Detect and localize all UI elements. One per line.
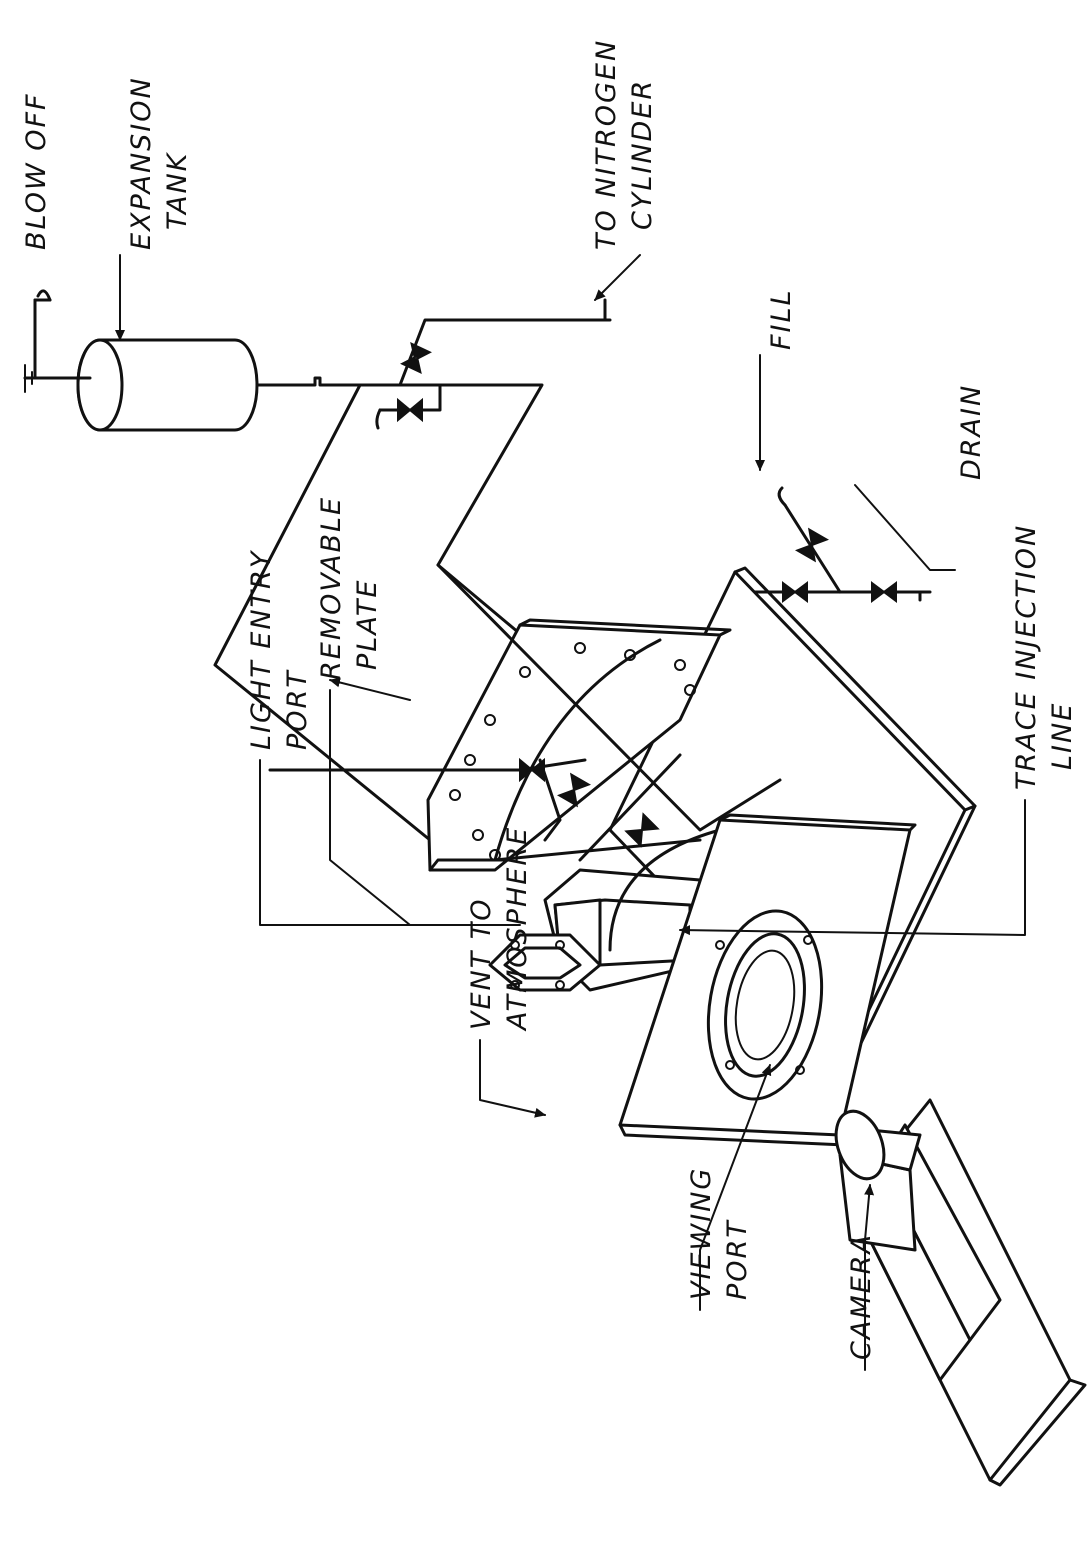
svg-text:TRACE INJECTION: TRACE INJECTION xyxy=(1011,524,1042,790)
svg-text:LINE: LINE xyxy=(1047,702,1078,770)
svg-text:REMOVABLE: REMOVABLE xyxy=(316,496,347,680)
removable-plate xyxy=(426,618,732,872)
svg-text:EXPANSION: EXPANSION xyxy=(126,76,157,250)
label-trace-injection-line: TRACE INJECTION LINE xyxy=(1011,524,1078,790)
label-to-nitrogen-cylinder: TO NITROGEN CYLINDER xyxy=(591,39,658,250)
svg-text:LIGHT ENTRY: LIGHT ENTRY xyxy=(246,549,277,750)
svg-text:PLATE: PLATE xyxy=(352,579,383,670)
label-removable-plate: REMOVABLE PLATE xyxy=(316,496,383,680)
svg-text:DRAIN: DRAIN xyxy=(956,384,987,480)
fill-drain-lines xyxy=(738,486,932,603)
callout-lines xyxy=(115,254,1026,1371)
tank-outlet-pipe xyxy=(255,376,342,387)
label-fill: FILL xyxy=(766,288,797,350)
label-camera: CAMERA xyxy=(846,1233,877,1360)
svg-text:TO NITROGEN: TO NITROGEN xyxy=(591,39,622,250)
trace-injection-pipe xyxy=(578,753,682,862)
label-light-entry-port: LIGHT ENTRY PORT xyxy=(246,549,313,750)
svg-text:PORT: PORT xyxy=(722,1219,753,1300)
blow-off-line xyxy=(23,289,92,393)
svg-text:BLOW OFF: BLOW OFF xyxy=(21,92,52,250)
valve-tank-branch xyxy=(375,397,423,430)
camera xyxy=(834,1098,1087,1487)
svg-text:PORT: PORT xyxy=(282,669,313,750)
vent-line xyxy=(268,757,592,842)
label-expansion-tank: EXPANSION TANK xyxy=(126,76,193,250)
svg-text:VENT TO: VENT TO xyxy=(466,897,497,1030)
valve-nitrogen xyxy=(400,342,432,374)
svg-text:CAMERA: CAMERA xyxy=(846,1233,877,1360)
label-blow-off: BLOW OFF xyxy=(21,92,52,250)
label-drain: DRAIN xyxy=(956,384,987,480)
svg-text:TANK: TANK xyxy=(162,151,193,230)
svg-text:FILL: FILL xyxy=(766,288,797,350)
label-viewing-port: VIEWING PORT xyxy=(686,1167,753,1300)
expansion-tank xyxy=(76,338,259,432)
svg-text:ATMOSPHERE: ATMOSPHERE xyxy=(502,826,533,1032)
label-vent-to-atmosphere: VENT TO ATMOSPHERE xyxy=(466,826,533,1032)
viewing-plate xyxy=(618,813,917,1147)
test-section-body xyxy=(436,563,782,992)
svg-text:VIEWING: VIEWING xyxy=(686,1167,717,1300)
svg-text:CYLINDER: CYLINDER xyxy=(627,79,658,230)
